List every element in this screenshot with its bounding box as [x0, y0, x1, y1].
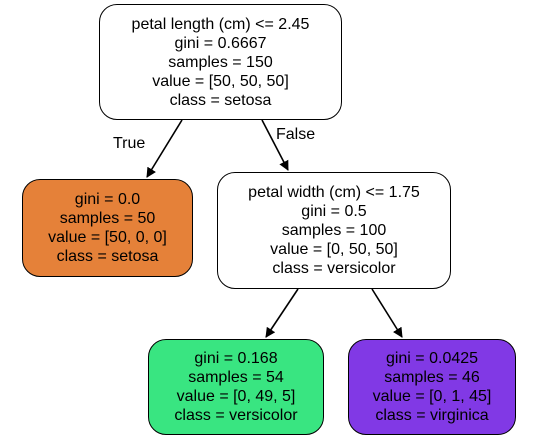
node-line: value = [50, 0, 0] [48, 229, 167, 246]
node-right: petal width (cm) <= 1.75 gini = 0.5 samp… [217, 172, 451, 289]
node-line: gini = 0.168 [194, 350, 278, 367]
node-line: petal length (cm) <= 2.45 [131, 15, 310, 33]
node-line: samples = 50 [59, 210, 156, 227]
node-right-right: gini = 0.0425 samples = 46 value = [0, 1… [348, 339, 516, 435]
node-line: gini = 0.0 [74, 191, 141, 208]
node-line: class = versicolor [174, 407, 298, 424]
node-line: samples = 150 [168, 53, 273, 71]
node-line: petal width (cm) <= 1.75 [248, 184, 420, 201]
node-line: gini = 0.0425 [385, 350, 479, 367]
node-line: value = [0, 1, 45] [372, 388, 492, 405]
node-left: gini = 0.0 samples = 50 value = [50, 0, … [22, 179, 193, 277]
node-line: samples = 46 [384, 369, 480, 386]
node-line: class = virginica [375, 407, 489, 424]
node-line: value = [0, 49, 5] [176, 388, 296, 405]
node-line: samples = 100 [281, 222, 387, 239]
node-line: gini = 0.6667 [174, 34, 267, 52]
edge-right-to-right-left [265, 288, 299, 338]
node-line: class = setosa [169, 91, 272, 109]
edge-label-true: True [113, 135, 146, 152]
node-line: class = versicolor [272, 260, 396, 277]
node-line: value = [0, 50, 50] [270, 241, 398, 258]
node-line: class = setosa [56, 248, 159, 265]
node-line: value = [50, 50, 50] [152, 72, 289, 90]
node-line: gini = 0.5 [301, 203, 367, 220]
node-right-left: gini = 0.168 samples = 54 value = [0, 49… [148, 339, 324, 435]
edge-root-to-right [261, 119, 289, 171]
edge-right-to-right-right [371, 288, 403, 338]
node-root: petal length (cm) <= 2.45 gini = 0.6667 … [99, 4, 342, 120]
edge-root-to-left [146, 119, 183, 178]
node-line: samples = 54 [188, 369, 284, 386]
edge-label-false: False [276, 126, 316, 143]
